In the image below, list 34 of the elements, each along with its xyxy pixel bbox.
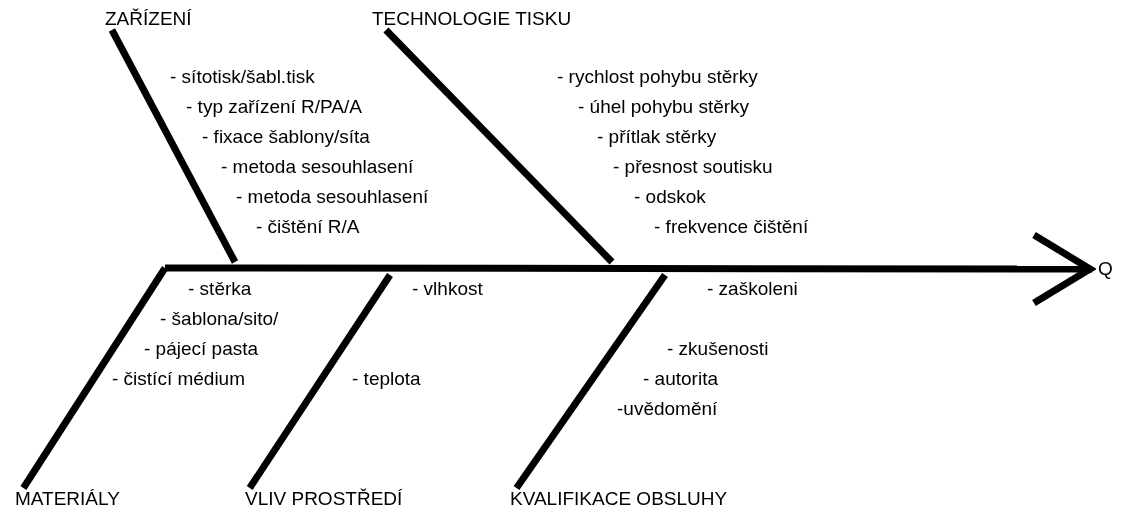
category-label: KVALIFIKACE OBSLUHY [510,488,728,510]
cause-label: - čištění R/A [256,216,360,238]
bone-line [20,266,168,490]
cause-label: - přesnost soutisku [613,156,773,178]
bone-line [246,273,393,490]
cause-label: - fixace šablony/síta [202,126,370,148]
effect-label: Q [1098,258,1113,280]
cause-label: - stěrka [188,278,252,300]
cause-label: - odskok [634,186,706,208]
cause-label: - typ zařízení R/PA/A [186,96,362,118]
category-label: MATERIÁLY [15,488,120,510]
cause-label: - autorita [643,368,718,390]
cause-label: - zaškoleni [707,278,798,300]
cause-label: - metoda sesouhlasení [236,186,429,208]
category-label: VLIV PROSTŘEDÍ [245,488,403,510]
cause-label: - úhel pohybu stěrky [578,96,750,118]
cause-label: - vlhkost [412,278,483,300]
cause-label: - teplota [352,368,421,390]
category-label: ZAŘÍZENÍ [105,8,192,30]
bone-line [383,27,615,265]
cause-label: - rychlost pohybu stěrky [557,66,758,88]
cause-label: - sítotisk/šabl.tisk [170,66,315,88]
spine-arrow [165,231,1094,307]
cause-label: - zkušenosti [667,338,769,360]
cause-label: - čistící médium [112,368,246,390]
cause-label: - metoda sesouhlasení [221,156,414,178]
cause-label: - frekvence čištění [654,216,809,238]
bone-line [108,28,239,264]
cause-label: - šablona/sito/ [160,308,279,330]
cause-label: - přítlak stěrky [597,126,717,148]
category-label: TECHNOLOGIE TISKU [372,8,572,30]
cause-label: -uvědomění [617,398,718,420]
cause-label: - pájecí pasta [144,338,259,360]
bone-line [513,273,668,490]
